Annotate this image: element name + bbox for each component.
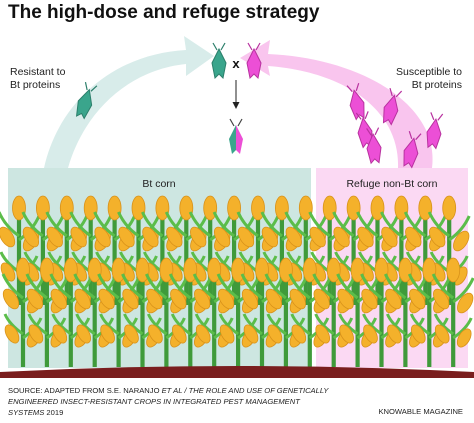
- source-note: SOURCE: ADAPTED FROM S.E. NARANJO ET AL …: [8, 386, 329, 417]
- resistant-label-line1: Resistant to: [10, 66, 66, 78]
- page-title: The high-dose and refuge strategy: [8, 2, 320, 23]
- hybrid-moth-icon: [228, 118, 244, 155]
- resistant-label-line2: Bt proteins: [10, 79, 60, 91]
- resistant-migration-arrow: [44, 36, 214, 168]
- susceptible-label-line1: Susceptible to: [396, 66, 462, 78]
- susceptible-label-line2: Bt proteins: [412, 79, 462, 91]
- resistant-moth-icon: [211, 42, 227, 79]
- refuge-field-label: Refuge non-Bt corn: [346, 178, 437, 190]
- bt-corn-label: Bt corn: [142, 178, 175, 190]
- susceptible-migration-arrow: [240, 40, 433, 168]
- susceptible-moth-icon: [424, 111, 445, 150]
- publisher-credit: KNOWABLE MAGAZINE: [378, 407, 463, 416]
- soil-strip: [0, 366, 474, 378]
- cross-symbol: x: [232, 56, 240, 71]
- down-arrow-icon: [232, 102, 240, 109]
